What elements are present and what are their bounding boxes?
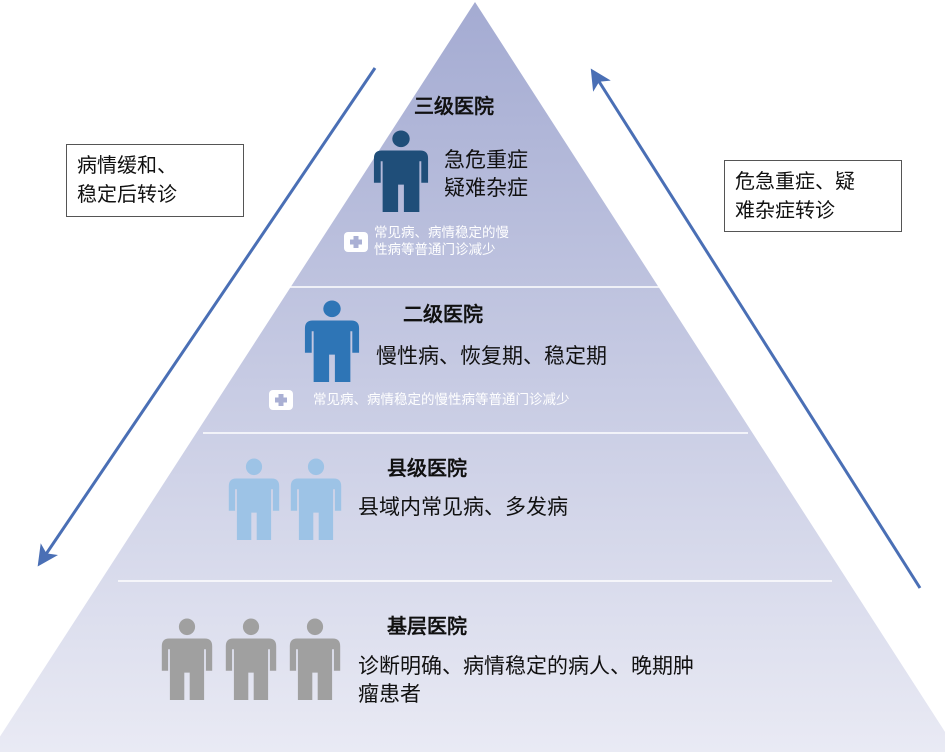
tier-1-note-line-1: 常见病、病情稳定的慢 [374,225,509,241]
upward-referral-box: 危急重症、疑 难杂症转诊 [724,160,902,232]
tier-3-desc-line-1: 县域内常见病、多发病 [358,495,568,519]
person-icon [160,618,214,700]
plus-icon [343,231,369,253]
person-icon [288,618,342,700]
tier-1-desc-line-1: 急危重症 [444,148,528,172]
tier-1-title: 三级医院 [414,94,494,118]
person-icon [372,130,430,212]
tier-3-title: 县级医院 [387,456,467,480]
tier-1-desc-line-2: 疑难杂症 [444,176,528,200]
downward-referral-box: 病情缓和、 稳定后转诊 [66,144,244,217]
tier-1-note-line-2: 性病等普通门诊减少 [374,242,496,258]
tier-4-title: 基层医院 [387,614,467,638]
tier-4-desc-line-2: 瘤患者 [358,682,421,706]
downward-referral-line-2: 稳定后转诊 [77,182,177,206]
person-icon [303,300,361,382]
tier-2-note-line-1: 常见病、病情稳定的慢性病等普通门诊减少 [313,392,570,408]
tier-1-note: 常见病、病情稳定的慢 性病等普通门诊减少 [374,225,509,259]
plus-icon [268,389,294,411]
tier-1-description: 急危重症 疑难杂症 [444,146,528,202]
tier-2-note: 常见病、病情稳定的慢性病等普通门诊减少 [313,392,570,409]
person-icon [289,458,343,540]
person-icon [227,458,281,540]
tier-4-desc-line-1: 诊断明确、病情稳定的病人、晚期肿 [358,654,694,678]
tier-3-description: 县域内常见病、多发病 [358,493,568,521]
downward-referral-line-1: 病情缓和、 [77,153,177,177]
referral-up-arrow [590,68,922,589]
person-icon [224,618,278,700]
upward-referral-line-1: 危急重症、疑 [735,169,855,193]
tier-2-description: 慢性病、恢复期、稳定期 [376,342,607,370]
tier-2-desc-line-1: 慢性病、恢复期、稳定期 [376,344,607,368]
upward-referral-line-2: 难杂症转诊 [735,198,835,222]
tier-2-title: 二级医院 [403,302,483,326]
referral-down-arrow [37,67,377,567]
tier-4-description: 诊断明确、病情稳定的病人、晚期肿 瘤患者 [358,652,694,708]
